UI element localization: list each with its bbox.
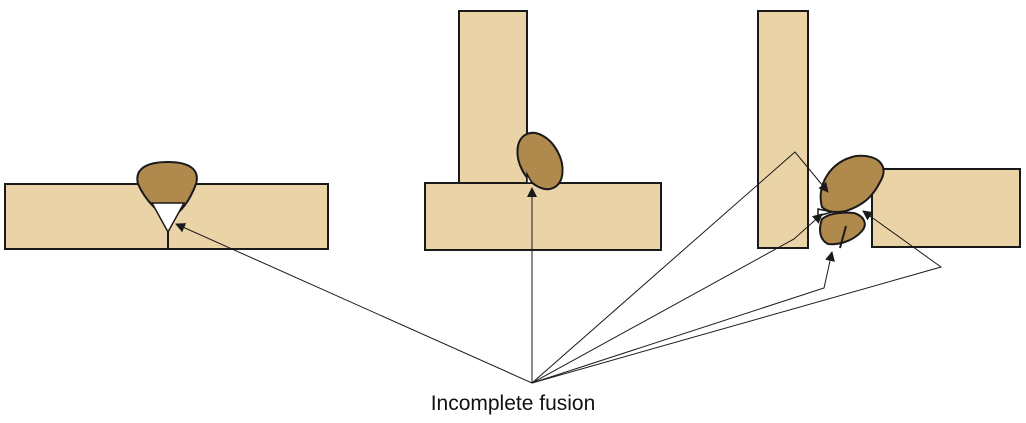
t-joint-flange <box>424 182 662 251</box>
corner-joint <box>757 10 1021 249</box>
leader-butt-root <box>175 223 533 384</box>
diagram-caption: Incomplete fusion <box>430 392 596 415</box>
corner-joint-upper-weld <box>819 154 885 213</box>
corner-joint-horizontal-plate <box>871 168 1021 248</box>
t-joint-web <box>458 10 528 184</box>
leader-corner-void <box>531 213 823 384</box>
corner-joint-root-gap <box>839 225 847 249</box>
leader-corner-upper <box>531 151 829 384</box>
leader-corner-right <box>531 210 943 384</box>
t-joint-fillet-weld <box>516 131 564 191</box>
t-joint <box>424 10 662 251</box>
leader-corner-lower <box>531 251 835 384</box>
corner-joint-vertical-plate <box>757 10 809 249</box>
corner-joint-lower-weld <box>819 211 866 246</box>
butt-joint <box>4 160 329 250</box>
t-joint-root-void <box>526 171 534 184</box>
leader-lines <box>175 151 943 384</box>
butt-root-void <box>150 202 186 234</box>
